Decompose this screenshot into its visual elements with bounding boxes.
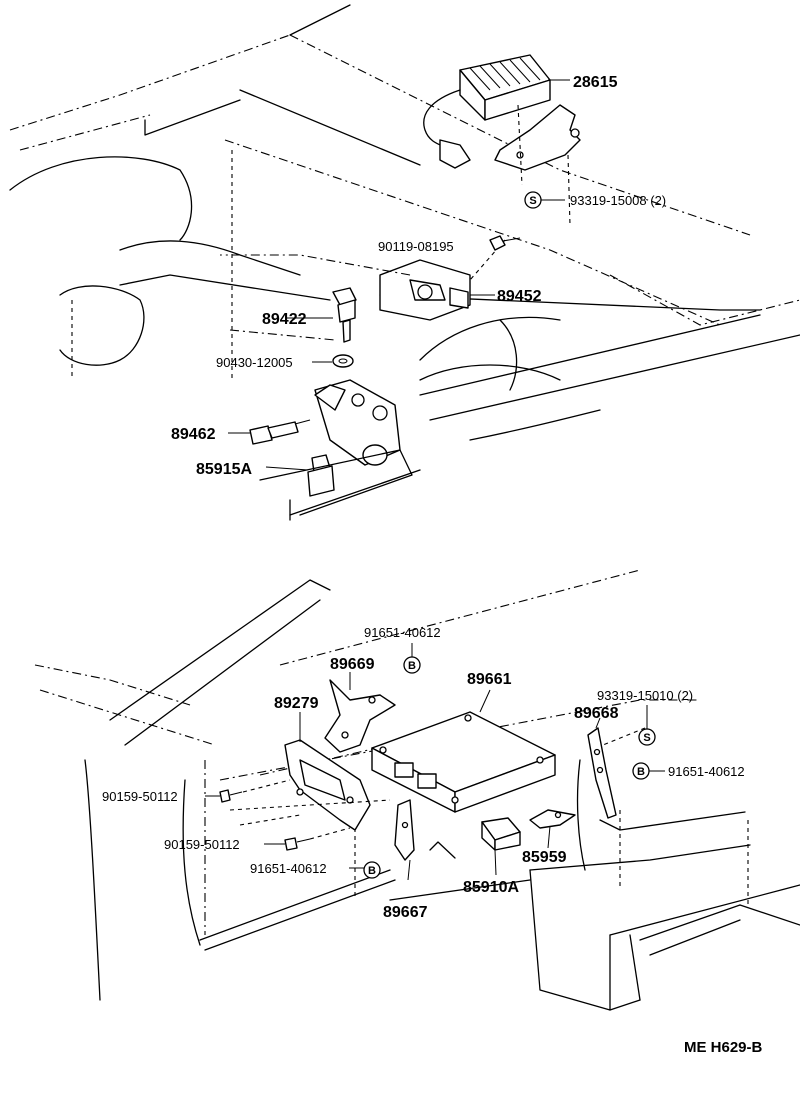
bolt-90159-50112-lower — [284, 837, 311, 851]
bolt-90159-50112-upper — [219, 789, 243, 803]
label-89452: 89452 — [497, 288, 542, 305]
s-symbol-top: S — [524, 191, 542, 209]
b-symbol-bottom: B — [363, 861, 381, 879]
label-90159-50112-upper: 90159-50112 — [102, 789, 178, 804]
sensor-89462 — [249, 419, 311, 445]
bracket-85959 — [529, 809, 576, 829]
label-91651-40612-top: 91651-40612 — [364, 625, 441, 640]
label-89422: 89422 — [262, 311, 307, 328]
label-28615: 28615 — [573, 74, 618, 91]
b-symbol-top: B — [403, 656, 421, 674]
label-89668: 89668 — [574, 705, 619, 722]
label-89279: 89279 — [274, 695, 319, 712]
s-symbol-right: S — [638, 728, 656, 746]
bracket-89669 — [324, 679, 396, 753]
svg-text:B: B — [637, 766, 645, 778]
washer-90430-12005 — [332, 354, 354, 368]
water-outlet-housing — [314, 379, 401, 466]
top-body-outline — [9, 4, 800, 441]
svg-text:B: B — [368, 865, 376, 877]
relay-85910A — [481, 817, 521, 851]
label-91651-40612-right: 91651-40612 — [668, 764, 745, 779]
label-85910A: 85910A — [463, 879, 519, 896]
label-90159-50112-lower: 90159-50112 — [164, 837, 240, 852]
b-symbol-right: B — [632, 762, 650, 780]
label-89669: 89669 — [330, 656, 375, 673]
ecu-89661 — [371, 711, 556, 813]
svg-text:S: S — [643, 732, 650, 744]
label-90430-12005: 90430-12005 — [216, 355, 293, 370]
sensor-89452 — [379, 259, 471, 321]
label-85959: 85959 — [522, 849, 567, 866]
bolt-90119-08195 — [489, 235, 521, 251]
label-93319-15008: 93319-15008 (2) — [570, 193, 666, 208]
label-89667: 89667 — [383, 904, 428, 921]
svg-text:B: B — [408, 660, 416, 672]
bracket-89668 — [587, 727, 617, 819]
regulator-28615 — [423, 54, 581, 171]
bracket-89667 — [394, 799, 415, 861]
label-90119-08195: 90119-08195 — [378, 239, 454, 254]
label-91651-40612-bottom: 91651-40612 — [250, 861, 327, 876]
bracket-89279 — [284, 739, 371, 831]
bottom-body-outline — [34, 569, 800, 1011]
label-85915A: 85915A — [196, 461, 252, 478]
diagram-code: ME H629-B — [684, 1039, 763, 1056]
label-93319-15010: 93319-15010 (2) — [597, 688, 693, 703]
sensor-89422 — [332, 287, 357, 343]
label-89661: 89661 — [467, 671, 512, 688]
switch-85915A — [307, 454, 335, 497]
svg-text:S: S — [529, 195, 536, 207]
label-89462: 89462 — [171, 426, 216, 443]
